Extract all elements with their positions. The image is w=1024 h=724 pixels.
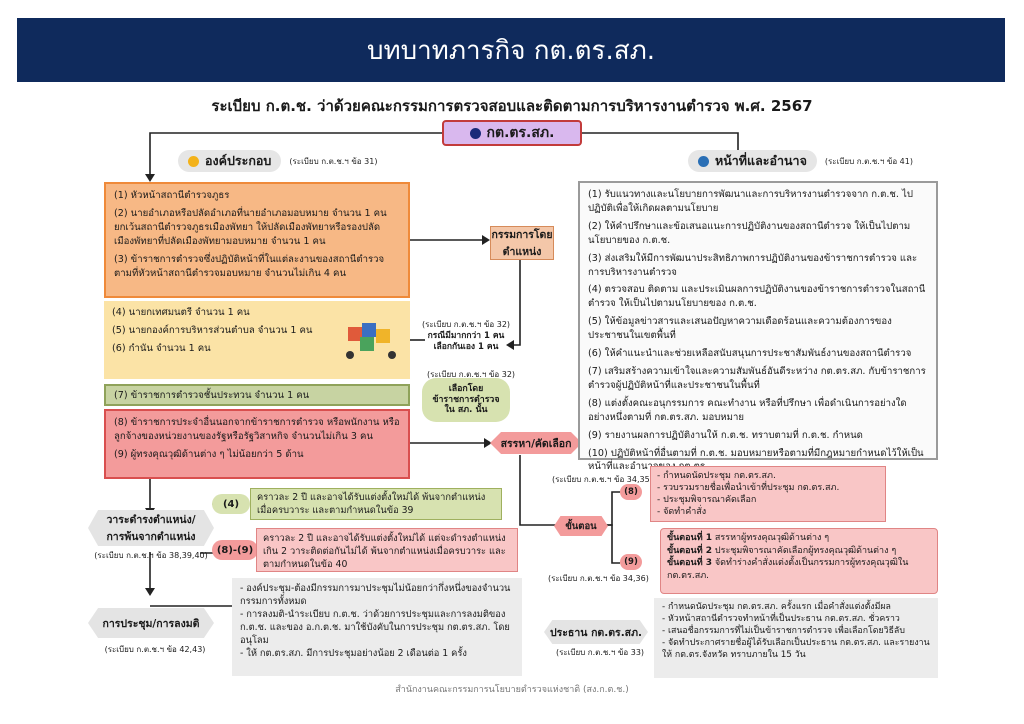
- term-89-tag: (8)-(9): [212, 540, 258, 560]
- members-panel-2: (4) นายกเทศมนตรี จำนวน 1 คน (5) นายกองค์…: [104, 301, 410, 379]
- chair-label-text: ประธาน กต.ตร.สภ.: [549, 626, 642, 639]
- page-subtitle: ระเบียบ ก.ต.ช. ว่าด้วยคณะกรรมการตรวจสอบแ…: [211, 97, 813, 115]
- steps-9-ref: (ระเบียบ ก.ต.ช.ฯ ข้อ 34,36): [548, 574, 649, 583]
- step-text: จัดทำร่างคำสั่งแต่งตั้งเป็นกรรมการผู้ทรง…: [667, 558, 909, 581]
- duties-pill: หน้าที่และอำนาจ: [688, 150, 817, 172]
- term-4-tag: (4): [212, 494, 250, 514]
- meeting-item: - การลงมติ-นำระเบียบ ก.ต.ช. ว่าด้วยการปร…: [240, 609, 510, 647]
- term-label: วาระดำรงตำแหน่ง/ การพ้นจากตำแหน่ง: [88, 510, 214, 546]
- duties-ref: (ระเบียบ ก.ต.ช.ฯ ข้อ 41): [824, 156, 913, 166]
- steps-8-panel: - กำหนดนัดประชุม กต.ตร.สภ. - รวบรวมรายชื…: [650, 466, 886, 522]
- term-label-line-2: การพ้นจากตำแหน่ง: [106, 531, 196, 543]
- member-item: (9) ผู้ทรงคุณวุฒิด้านต่าง ๆ ไม่น้อยกว่า …: [114, 448, 304, 460]
- meeting-label: การประชุม/การลงมติ: [88, 608, 214, 638]
- steps-9-panel: ขั้นตอนที่ 1 สรรหาผู้ทรงคุณวุฒิด้านต่าง …: [660, 528, 938, 594]
- bullet-icon: [188, 155, 199, 167]
- duties-label: หน้าที่และอำนาจ: [715, 153, 807, 168]
- member-item: (2) นายอำเภอหรือปลัดอำเภอที่นายอำเภอมอบห…: [114, 207, 387, 247]
- term-89-text: คราวละ 2 ปี และอาจได้รับแต่งตั้งใหม่ได้ …: [256, 528, 518, 572]
- chair-item: - กำหนดนัดประชุม กต.ตร.สภ. ครั้งแรก เมื่…: [662, 602, 891, 612]
- steps-8-ref: (ระเบียบ ก.ต.ช.ฯ ข้อ 34,35): [552, 475, 653, 484]
- member-item: (8) ข้าราชการประจำอื่นนอกจากข้าราชการตำร…: [114, 417, 400, 442]
- step-text: สรรหาผู้ทรงคุณวุฒิด้านต่าง ๆ: [712, 533, 830, 543]
- step-item: - ประชุมพิจารณาคัดเลือก: [657, 495, 757, 506]
- member-item: (4) นายกเทศมนตรี จำนวน 1 คน: [112, 307, 250, 318]
- meeting-label-text: การประชุม/การลงมติ: [102, 617, 200, 630]
- ref-text: (ระเบียบ ก.ต.ช.ฯ ข้อ 32): [426, 370, 516, 379]
- ref-text: (ระเบียบ ก.ต.ช.ฯ ข้อ 32): [421, 320, 511, 329]
- step-text: ประชุมพิจารณาคัดเลือกผู้ทรงคุณวุฒิด้านต่…: [712, 545, 897, 556]
- steps-8-tag: (8): [620, 484, 642, 500]
- powers-panel: (1) รับแนวทางและนโยบายการพัฒนาและการบริห…: [578, 181, 938, 472]
- power-item: (5) ให้ข้อมูลข่าวสารและเสนอปัญหาความเดือ…: [588, 316, 892, 342]
- members-panel-3: (7) ข้าราชการตำรวจชั้นประทวน จำนวน 1 คน: [104, 384, 410, 406]
- chair-ref: (ระเบียบ ก.ต.ช.ฯ ข้อ 33): [555, 648, 645, 657]
- step-title: ขั้นตอนที่ 2: [667, 545, 713, 556]
- power-item: (7) เสริมสร้างความเข้าใจและความสัมพันธ์อ…: [588, 365, 926, 391]
- member-item: (5) นายกองค์การบริหารส่วนตำบล จำนวน 1 คน: [112, 324, 313, 336]
- steps-9-tag: (9): [620, 554, 642, 570]
- member-item: (1) หัวหน้าสถานีตำรวจภูธร: [114, 190, 230, 201]
- by-position-tag: กรรมการโดยตำแหน่ง: [490, 226, 554, 260]
- step-item: ขั้นตอนที่ 1 สรรหาผู้ทรงคุณวุฒิด้านต่าง …: [667, 532, 931, 545]
- step-item: - จัดทำคำสั่ง: [657, 507, 707, 518]
- member-item: (6) กำนัน จำนวน 1 คน: [112, 342, 211, 354]
- step-item: - กำหนดนัดประชุม กต.ตร.สภ.: [657, 471, 776, 481]
- member-item: (3) ข้าราชการตำรวจซึ่งปฏิบัติหน้าที่ในแต…: [114, 253, 385, 279]
- duties-header: หน้าที่และอำนาจ (ระเบียบ ก.ต.ช.ฯ ข้อ 41): [688, 150, 913, 172]
- bullet-icon: [698, 155, 709, 167]
- members-panel-1: (1) หัวหน้าสถานีตำรวจภูธร (2) นายอำเภอหร…: [104, 182, 410, 298]
- footer-text: สำนักงานคณะกรรมการนโยบายตำรวจแห่งชาติ (ส…: [395, 685, 629, 695]
- power-item: (3) ส่งเสริมให้มีการพัฒนาประสิทธิภาพการป…: [588, 252, 918, 278]
- chair-item: - จัดทำประกาศรายชื่อผู้ได้รับเลือกเป็นปร…: [662, 637, 930, 660]
- police-select-lozenge: เลือกโดย ข้าราชการตำรวจ ใน สภ. นั้น: [422, 378, 510, 422]
- meeting-item: - องค์ประชุม-ต้องมีกรรมการมาประชุมไม่น้อ…: [240, 583, 511, 608]
- composition-ref: (ระเบียบ ก.ต.ช.ฯ ข้อ 31): [289, 156, 378, 166]
- chair-panel: - กำหนดนัดประชุม กต.ตร.สภ. ครั้งแรก เมื่…: [654, 598, 938, 678]
- step-item: - รวบรวมรายชื่อเพื่อนำเข้าที่ประชุม กต.ต…: [657, 483, 840, 494]
- power-item: (8) แต่งตั้งคณะอนุกรรมการ คณะทำงาน หรือท…: [588, 397, 907, 423]
- meeting-panel: - องค์ประชุม-ต้องมีกรรมการมาประชุมไม่น้อ…: [232, 578, 522, 676]
- step-item: ขั้นตอนที่ 2 ประชุมพิจารณาคัดเลือกผู้ทรง…: [667, 545, 931, 558]
- recruit-tag: สรรหา/คัดเลือก: [490, 432, 582, 454]
- group-select-note: (ระเบียบ ก.ต.ช.ฯ ข้อ 32) กรณีมีมากกว่า 1…: [420, 318, 512, 353]
- composition-pill: องค์ประกอบ: [178, 150, 282, 172]
- members-panel-4: (8) ข้าราชการประจำอื่นนอกจากข้าราชการตำร…: [104, 409, 410, 479]
- group-note-text: กรณีมีมากกว่า 1 คน เลือกกันเอง 1 คน: [427, 331, 505, 353]
- power-item: (9) รายงานผลการปฏิบัติงานให้ ก.ต.ช. ทราบ…: [588, 429, 863, 441]
- term-label-line-1: วาระดำรงตำแหน่ง/: [106, 514, 196, 526]
- meeting-ref: (ระเบียบ ก.ต.ช.ฯ ข้อ 42,43): [104, 645, 206, 654]
- composition-header: องค์ประกอบ (ระเบียบ ก.ต.ช.ฯ ข้อ 31): [178, 150, 377, 172]
- term-ref: (ระเบียบ ก.ต.ช.ฯ ข้อ 38,39,40): [94, 551, 208, 560]
- meeting-item: - ให้ กต.ตร.สภ. มีการประชุมอย่างน้อย 2 เ…: [240, 648, 467, 660]
- center-node: กต.ตร.สภ.: [442, 120, 582, 146]
- chair-item: - หัวหน้าสถานีตำรวจทำหน้าที่เป็นประธาน ก…: [662, 613, 900, 624]
- power-item: (6) ให้คำแนะนำและช่วยเหลือสนับสนุนการประ…: [588, 348, 912, 360]
- puzzle-people-illustration: [340, 319, 404, 363]
- power-item: (10) ปฏิบัติหน้าที่อื่นตามที่ ก.ต.ช. มอบ…: [588, 447, 924, 473]
- bullet-icon: [469, 127, 481, 139]
- power-item: (2) ให้คำปรึกษาและข้อเสนอแนะการปฏิบัติงา…: [588, 220, 911, 246]
- composition-label: องค์ประกอบ: [205, 153, 272, 168]
- step-title: ขั้นตอนที่ 1: [667, 533, 713, 543]
- step-item: ขั้นตอนที่ 3 จัดทำร่างคำสั่งแต่งตั้งเป็น…: [667, 557, 931, 582]
- member-item: (7) ข้าราชการตำรวจชั้นประทวน จำนวน 1 คน: [114, 390, 310, 401]
- banner-title: บทบาทภารกิจ กต.ตร.สภ.: [17, 18, 1005, 82]
- center-node-label: กต.ตร.สภ.: [486, 125, 555, 141]
- power-item: (1) รับแนวทางและนโยบายการพัฒนาและการบริห…: [588, 189, 913, 214]
- steps-label: ขั้นตอน: [554, 516, 608, 536]
- chair-label: ประธาน กต.ตร.สภ.: [544, 620, 648, 644]
- step-title: ขั้นตอนที่ 3: [667, 558, 713, 569]
- term-4-text: คราวละ 2 ปี และอาจได้รับแต่งตั้งใหม่ได้ …: [250, 488, 502, 520]
- chair-item: - เสนอชื่อกรรมการที่ไม่เป็นข้าราชการตำรว…: [662, 625, 905, 636]
- power-item: (4) ตรวจสอบ ติดตาม และประเมินผลการปฏิบัต…: [588, 284, 926, 310]
